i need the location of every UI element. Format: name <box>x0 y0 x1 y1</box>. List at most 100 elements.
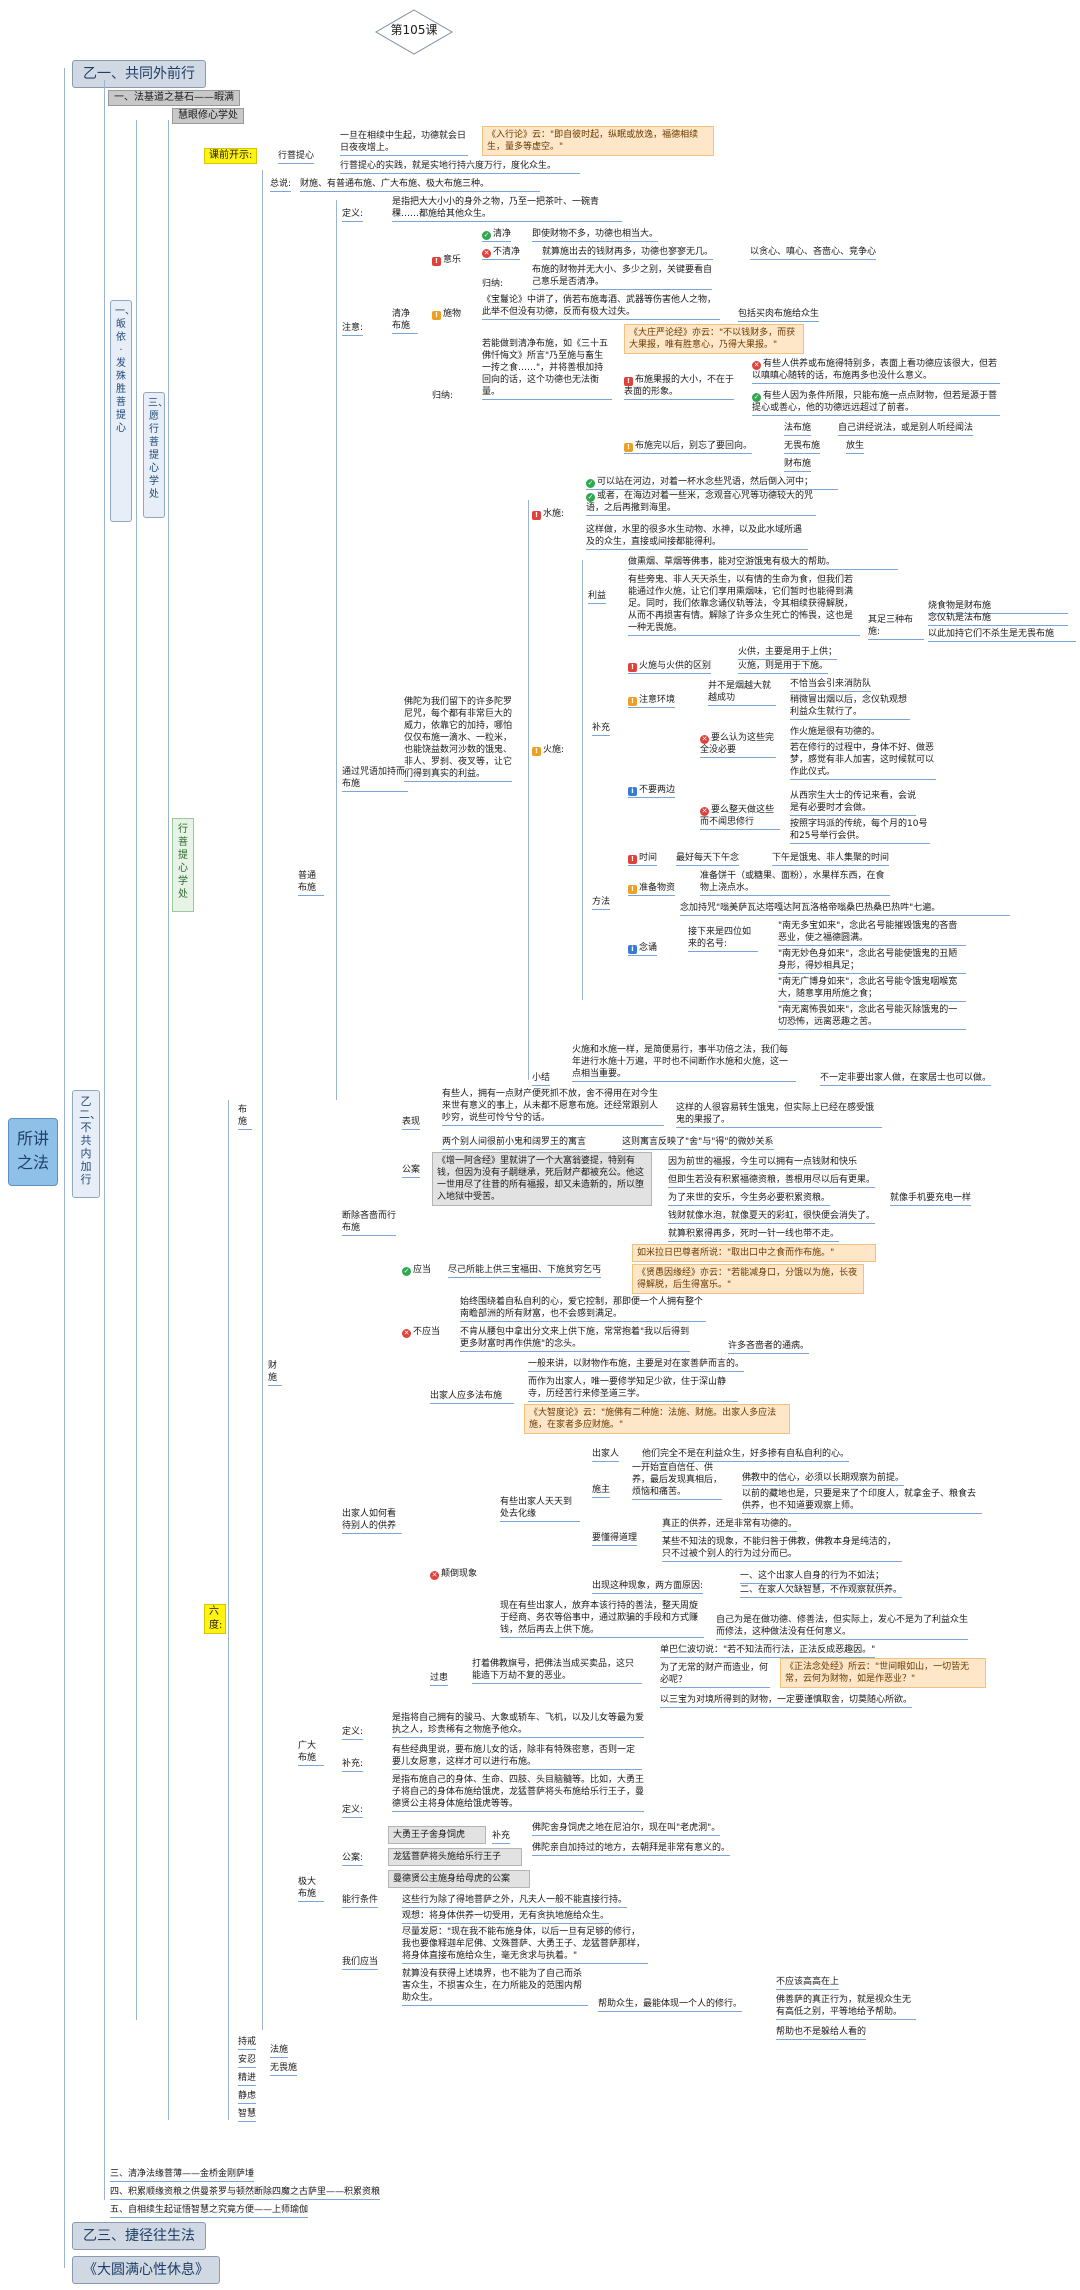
chujia-label: 出家人应多法布施 <box>430 1390 514 1404</box>
chujia-item-3: 《大智度论》云："施佛有二种施：法施、财施。出家人多应法施，在家者多应财施。" <box>524 1404 790 1434</box>
vert-node-b[interactable]: 三、愿行菩提心学处 <box>143 392 168 518</box>
qj-item-2: 即使财物不多，功德也相当大。 <box>532 228 659 242</box>
shui-item-2-text: 或者，在海边对着一些米，念观音心咒等功德较大的咒语，之后再撒到海里。 <box>586 491 814 513</box>
info-icon: i <box>628 787 637 796</box>
root-label: 所讲之法 <box>17 1129 50 1172</box>
gong-r: 这则寓言反映了"舍"与"得"的微妙关系 <box>622 1136 774 1150</box>
huo-bu-9: ✕要么认为这些完全没必要 <box>700 732 776 758</box>
duizhi-label: 断除吝啬而行布施 <box>342 1210 396 1236</box>
l0-node-1[interactable]: 乙一、共同外前行 <box>72 60 206 88</box>
buying-item-3: 许多吝啬者的通病。 <box>728 1340 810 1354</box>
spine-3 <box>136 120 137 2020</box>
speech-icon: i <box>628 945 637 954</box>
fang-7: 念加持咒"嗡美萨瓦达塔嘎达阿瓦洛格帝嗡桑巴热桑巴热吽"七遍。 <box>680 902 1010 916</box>
vert-node-c[interactable]: 行菩提心学处 <box>172 818 194 912</box>
flag-icon-2: ! <box>624 377 633 386</box>
dazhuang-note: 《大庄严论经》亦云："不以钱财多，而获大果报，唯有胜意心，乃得大果报。" <box>624 324 804 354</box>
shiguo-item-2: ✓有些人因为条件所限，只能布施一点点财物，但若是源于菩提心或善心，他的功德远远超… <box>752 390 1000 416</box>
lixi-label: 利益 <box>588 590 607 604</box>
gong-item-6: 就算积累得再多，死时一针一线也带不走。 <box>668 1228 840 1242</box>
huo-bu-5: 并不是烟越大就越成功 <box>708 680 776 706</box>
shiguo-text: !布施果报的大小，不在于表面的形象。 <box>624 374 734 400</box>
spine-7 <box>528 500 529 1080</box>
spine-9 <box>228 1100 229 2120</box>
l0-node-2-label: 乙二、不共内加行 <box>79 1095 101 1186</box>
cross-icon-3: ✕ <box>700 735 709 744</box>
shiguo-item-1: ✕有些人供养或布施得特别多，表面上看功德应该很大，但若以嗔瞋心随转的话，布施再多… <box>752 358 1000 384</box>
huo-bu-10: 作火施是很有功德的。 <box>790 726 881 740</box>
dian-5: 一开始宣自信任、供养，最后发现真相后，烦恼和痛苦。 <box>632 1462 722 1500</box>
liudu-tag[interactable]: 六度: <box>204 1604 226 1634</box>
zongshuo-label: 总说: <box>270 178 292 192</box>
ying-item-2: 《贤愚因缘经》亦云："若能减身口，分饿以为施，长夜得解脱，后生得富乐。" <box>632 1264 864 1294</box>
fang-10: "南无妙色身如来"，念此名号能使饿鬼的丑陋身形，得妙相具足； <box>778 948 966 974</box>
gong-text: 两个别人间很前小鬼和阔罗王的寓言 <box>442 1136 587 1150</box>
huo-bu-4: !注意环境 <box>628 694 676 708</box>
cross-icon: ✕ <box>482 249 491 258</box>
jida-2: 是指布施自己的身体、生命、四肢、头目脑髓等。比如，大勇王子将自己的身体布施给饿虎… <box>392 1774 644 1812</box>
jida-17: 不应该高高在上 <box>776 1976 840 1990</box>
fangfa-label: 方法 <box>592 896 611 910</box>
shiguo-label: 布施果报的大小，不在于表面的形象。 <box>624 375 735 397</box>
dian-6: 佛教中的信心，必须以长期观察为前提。 <box>742 1472 905 1486</box>
fashi-label: 法施 <box>270 2044 289 2058</box>
qj-item-1-label: 清净 <box>493 229 512 239</box>
xiao-text: 火施和水施一样，是简便易行，事半功倍之法，我们每年进行水施十万遍，平时也不间断作… <box>572 1044 796 1082</box>
huoshi-text: 火施: <box>543 745 565 755</box>
dian-9: 真正的供养，还是非常有功德的。 <box>662 1518 798 1532</box>
check-icon: ✓ <box>482 231 491 240</box>
jida-19: 帮助也不是躲给人看的 <box>776 2026 867 2040</box>
biao-text: 有些人，拥有一点财产便死抓不放，舍不得用在对今生来世有意义的事上，从未都不愿意布… <box>442 1088 664 1126</box>
gongan-label: 公案 <box>402 1164 421 1178</box>
dian-13: 二、在家人欠缺智慧，不作观察就供养。 <box>740 1584 903 1598</box>
ying-item-1: 如米拉日巴尊者所说："取出口中之食而作布施。" <box>632 1244 876 1262</box>
huo-li-3a: 烧食物是财布施 <box>928 600 1068 614</box>
ruhe-label: 出家人如何看待别人的供养 <box>342 1508 402 1534</box>
caiwu-r: 包括买肉布施给众生 <box>738 308 820 322</box>
shifa-item-1: 法布施 <box>784 422 812 436</box>
qj-item-6: 布施的财物并无大小、多少之别，关键要看自己意乐是否清净。 <box>532 264 712 290</box>
zhuyi-label: 注意: <box>342 322 364 336</box>
guina-label: 归纳: <box>432 391 454 401</box>
top-tag[interactable]: 课前开示: <box>204 148 258 164</box>
vert-node-a[interactable]: 一、皈依·发殊胜菩提心 <box>110 300 135 522</box>
vert-node-c-label: 行菩提心学处 <box>178 824 188 900</box>
cross-icon-2: ✕ <box>752 361 761 370</box>
root-node[interactable]: 所讲之法 <box>8 1118 58 1186</box>
tongguo-text: 佛陀为我们留下的许多陀罗尼咒，每个都有非常巨大的威力，依靠它的加持，哪怕仅仅布施… <box>404 696 512 782</box>
flag-icon-4: ! <box>628 663 637 672</box>
grey-tag-2[interactable]: 慧眼修心学处 <box>172 108 244 124</box>
l0-node-2[interactable]: 乙二、不共内加行 <box>72 1090 101 1198</box>
page-title: 第105课 <box>390 23 438 37</box>
jida-6: 佛陀舍身饲虎之地在尼泊尔，现在叫"老虎洞"。 <box>532 1822 721 1836</box>
yile-text: 意乐 <box>443 255 462 265</box>
flag-icon-3: ! <box>532 511 541 520</box>
qingjing-label: 清净布施 <box>392 308 418 334</box>
jida-15: 就算没有获得上述境界，也不能为了自己而杀害众生，不损害众生，在力所能及的范围内帮… <box>402 1968 588 2006</box>
warning-icon-3: ! <box>532 747 541 756</box>
guodu-3: 《正法念处经》所云："世间眼如山，一切皆无常，云何为财物，如是作恶业？" <box>780 1658 986 1688</box>
shuishi-text: 水施: <box>543 509 565 519</box>
fang-1-text: 时间 <box>639 853 658 863</box>
grey-tag-1[interactable]: 一、法基道之基石——暇满 <box>108 90 240 106</box>
bottom-line-2[interactable]: 四、积累顺缘资粮之供曼茶罗与顿然断除四魔之古萨里——积累资粮 <box>110 2186 381 2200</box>
qj-item-4: 就算施出去的钱财再多，功德也寥寥无几。 <box>542 246 714 260</box>
dian-12: 一、这个出家人自身的行为不如法； <box>740 1570 885 1584</box>
biao-r: 这样的人很容易转生饿鬼，但实际上已经在感受饿鬼的果报了。 <box>676 1102 882 1128</box>
l0-node-4[interactable]: 《大圆满心性休息》 <box>72 2256 220 2284</box>
dingyi-text: 是指把大大小小的身外之物，乃至一把茶叶、一碗青稞……都施给其他众生。 <box>392 196 622 222</box>
spine-5 <box>262 170 263 2030</box>
wuwei-label: 无畏施 <box>270 2062 298 2076</box>
qj-item-3: ✕不清净 <box>482 246 521 260</box>
l0-node-3[interactable]: 乙三、捷径往生法 <box>72 2222 206 2250</box>
bushi-label: 布施 <box>238 1104 252 1130</box>
dian2-2: 自己为是在做功德、修善法，但实际上，发心不是为了利益众生而修法，这种做法没有任何… <box>716 1614 968 1640</box>
fang-9: "南无多宝如来"，念此名号能摧毁饿鬼的吝啬恶业，使之福德圆满。 <box>778 920 966 946</box>
putong-label: 普通布施 <box>298 870 324 896</box>
bottom-line-3[interactable]: 五、自相续生起证悟智慧之究竟方便——上师瑜伽 <box>110 2204 309 2218</box>
jida-5: 补充 <box>492 1830 511 1844</box>
bottom-line-1[interactable]: 三、清净法缘菩薄——金桥金刚萨埵 <box>110 2168 255 2182</box>
check-icon-5: ✓ <box>402 1267 411 1276</box>
diandao-text: 颠倒现象 <box>441 1569 478 1579</box>
